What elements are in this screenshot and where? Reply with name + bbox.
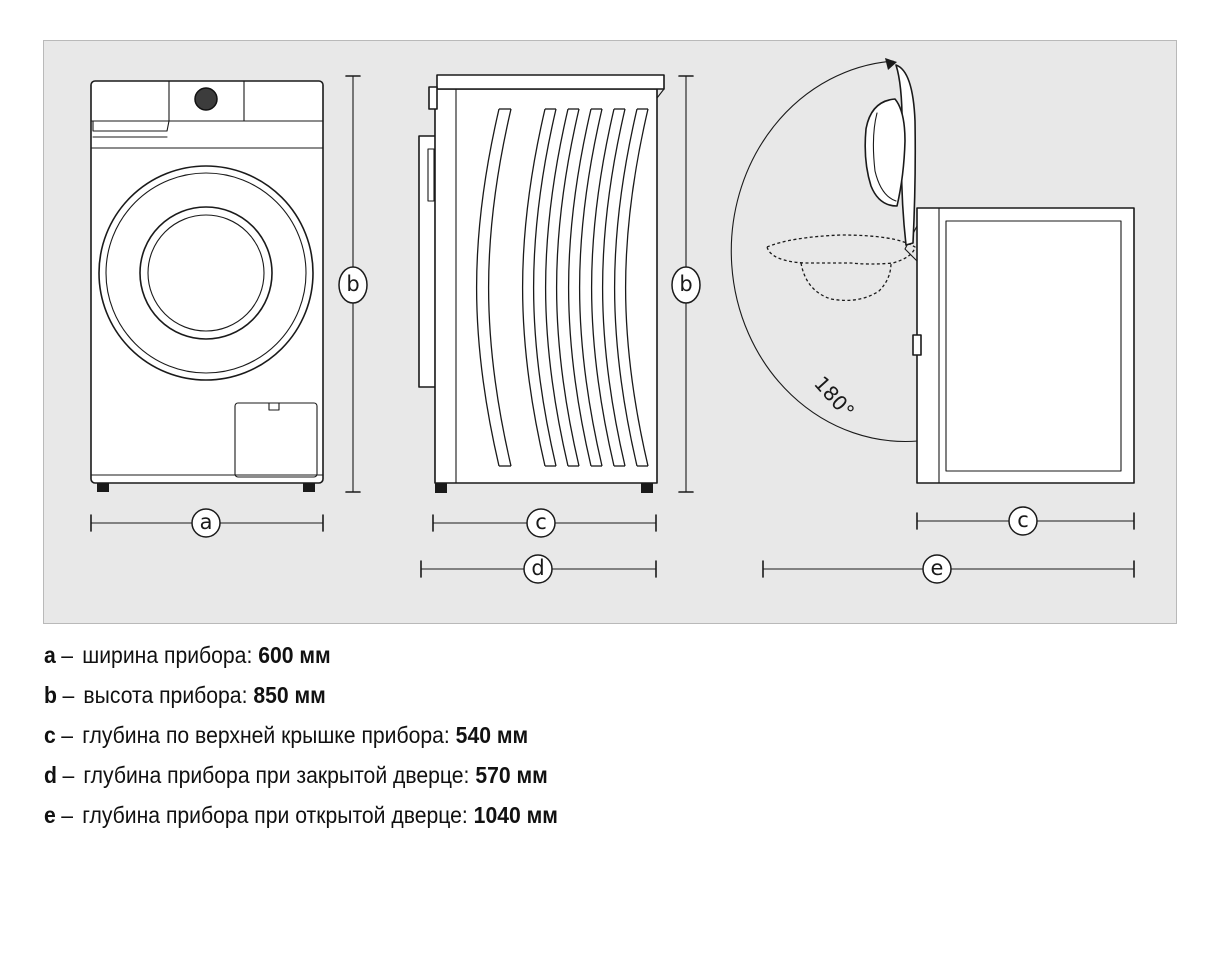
dimension-c-side: c	[432, 508, 657, 538]
front-view	[90, 80, 324, 492]
legend-row-a: a–ширина прибора: 600 мм	[44, 640, 558, 680]
dimension-d: d	[420, 554, 657, 584]
wave-stripe	[544, 108, 569, 467]
legend-row-b: b–высота прибора: 850 мм	[44, 680, 558, 720]
label-a-bubble	[191, 508, 221, 538]
program-knob	[194, 87, 218, 111]
wave-stripe	[567, 108, 592, 467]
legend-text: глубина по верхней крышке прибора:	[82, 722, 450, 748]
label-b-side: b	[679, 272, 692, 296]
legend-text: ширина прибора:	[82, 642, 253, 668]
legend-text: глубина прибора при открытой дверце:	[82, 802, 468, 828]
legend-row-e: e–глубина прибора при открытой дверце: 1…	[44, 800, 558, 840]
label-d-bubble	[523, 554, 553, 584]
wave-stripe	[601, 108, 626, 467]
label-e-bubble	[922, 554, 952, 584]
dimension-e: e	[762, 554, 1135, 584]
dimension-a: a	[90, 508, 324, 538]
legend-key: d	[44, 762, 57, 788]
legend-text: высота прибора:	[83, 682, 248, 708]
legend-value: 570 мм	[475, 762, 548, 788]
wave-stripe	[532, 108, 557, 467]
legend-key: e	[44, 802, 56, 828]
label-c-side: c	[535, 510, 547, 534]
legend-value: 600 мм	[258, 642, 331, 668]
legend-text: глубина прибора при закрытой дверце:	[83, 762, 470, 788]
wave-stripe	[521, 108, 546, 467]
dimension-legend: a–ширина прибора: 600 мм b–высота прибор…	[44, 640, 603, 840]
dimension-c-top: c	[916, 506, 1135, 536]
top-view-open-door: 180°	[730, 58, 1135, 484]
wave-stripe	[578, 108, 603, 467]
wave-stripe	[613, 108, 638, 467]
legend-dash: –	[62, 682, 75, 708]
legend-key: b	[44, 682, 57, 708]
legend-key: c	[44, 722, 56, 748]
label-a: a	[200, 510, 213, 534]
legend-row-c: c–глубина по верхней крышке прибора: 540…	[44, 720, 558, 760]
label-c-top: c	[1017, 508, 1029, 532]
wave-stripe	[624, 108, 649, 467]
side-wave-pattern	[475, 108, 649, 467]
label-d: d	[531, 556, 544, 580]
legend-dash: –	[61, 642, 74, 668]
wave-stripe	[590, 108, 615, 467]
label-b-side-bubble	[671, 266, 701, 304]
label-c-top-bubble	[1008, 506, 1038, 536]
legend-dash: –	[62, 762, 75, 788]
side-view	[418, 74, 665, 493]
label-c-side-bubble	[526, 508, 556, 538]
legend-value: 850 мм	[253, 682, 326, 708]
label-b-front: b	[346, 272, 359, 296]
dimension-diagram: 180° a b b c d	[43, 40, 1177, 624]
wave-stripe	[555, 108, 580, 467]
legend-row-d: d–глубина прибора при закрытой дверце: 5…	[44, 760, 558, 800]
label-e: e	[931, 556, 944, 580]
legend-dash: –	[61, 722, 74, 748]
label-b-front-bubble	[338, 266, 368, 304]
wave-stripe	[487, 108, 512, 467]
dimension-b-front: b	[338, 75, 368, 493]
legend-value: 540 мм	[455, 722, 529, 748]
legend-dash: –	[61, 802, 74, 828]
dimension-b-side: b	[671, 75, 701, 493]
wave-stripe	[475, 108, 500, 467]
legend-value: 1040 мм	[473, 802, 558, 828]
legend-key: a	[44, 642, 56, 668]
